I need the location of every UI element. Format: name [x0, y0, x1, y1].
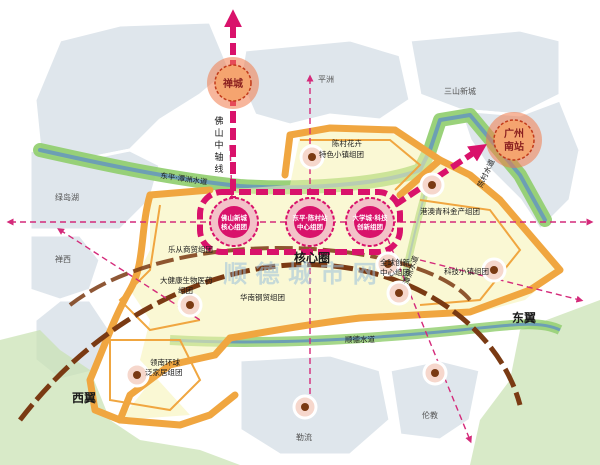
district-pingzhou: 平洲 — [318, 75, 334, 84]
node-lunjiao — [422, 360, 448, 386]
hub-guangzhou-label-1: 广州 — [504, 127, 524, 140]
node-keji — [481, 257, 507, 283]
core-ring — [197, 189, 403, 255]
wing-east: 东翼 — [512, 310, 536, 325]
cluster-quanjian-1: 全球创新 — [380, 257, 410, 267]
node-quanjian — [375, 251, 401, 277]
cluster-dajiankang-1: 大健康生物医药 — [160, 275, 213, 285]
green-area-east — [470, 300, 600, 465]
trunk-arc — [18, 262, 523, 422]
urban-outlines — [86, 124, 564, 429]
node-lingnan — [124, 362, 150, 388]
hub-guangzhou-south[interactable]: 广州 南站 — [486, 112, 542, 168]
core-node-3-line2: 创新组团 — [356, 222, 384, 231]
node-quanjian-south — [386, 280, 412, 306]
central-axis-label: 佛 山 中 轴 线 — [214, 115, 223, 175]
node-dajiankang — [177, 292, 203, 318]
waterway-south: 顺德水道 — [345, 334, 375, 344]
cluster-huanan: 华南钢贸组团 — [240, 292, 285, 302]
svg-text:轴: 轴 — [214, 151, 223, 163]
hub-guangzhou-label-2: 南站 — [504, 140, 524, 153]
svg-text:佛: 佛 — [214, 115, 223, 127]
district-lecong: 勒流 — [296, 432, 312, 442]
hub-chancheng[interactable]: 禅城 — [207, 57, 259, 109]
svg-text:线: 线 — [214, 163, 223, 175]
core-node-2-line1: 东平·陈村站 — [293, 213, 328, 222]
cluster-keji: 科技小镇组团 — [444, 266, 489, 276]
district-sanshan: 三山新城 — [444, 86, 476, 96]
cluster-lingnan-1: 领南环球 — [150, 357, 180, 367]
river-south — [169, 322, 561, 344]
hub-chancheng-label: 禅城 — [222, 77, 243, 90]
cluster-dajiankang-2: 组团 — [178, 285, 193, 295]
cluster-quanjian-2: 中心组团 — [380, 267, 410, 277]
green-area-southwest — [0, 330, 240, 465]
trunk-arc-inner — [68, 246, 472, 307]
district-chanxi: 禅西 — [55, 254, 71, 264]
core-node-foshan-newcity[interactable]: 佛山新城 核心组团 — [209, 197, 259, 247]
core-node-dongping-chencun[interactable]: 东平·陈村站 中心组团 — [285, 197, 335, 247]
wing-west: 西翼 — [72, 391, 96, 405]
cluster-lingnan-2: 泛家居组团 — [145, 367, 183, 377]
district-lvdaohu: 绿岛湖 — [55, 192, 79, 202]
core-ring-label: 核心圈 — [294, 250, 330, 265]
core-node-3-line1: 大学城·科技 — [353, 213, 388, 222]
node-gangao — [419, 172, 445, 198]
svg-text:山: 山 — [214, 128, 223, 139]
cluster-lecong-trade: 乐从商贸组团 — [168, 244, 213, 254]
node-chencun — [299, 144, 325, 170]
core-node-university-city[interactable]: 大学城·科技 创新组团 — [345, 197, 395, 247]
cluster-chencun-2: 特色小镇组团 — [319, 149, 364, 159]
cluster-chencun-1: 陈村花卉 — [332, 138, 362, 148]
node-lecong — [292, 394, 318, 420]
cluster-gangao: 港澳青科金产组团 — [420, 206, 480, 216]
urban-inner-outlines — [109, 139, 522, 412]
cluster-nodes[interactable] — [124, 144, 507, 420]
core-node-1-line2: 核心组团 — [221, 222, 248, 231]
district-lunjiao: 伦教 — [422, 410, 438, 420]
core-node-1-line1: 佛山新城 — [220, 213, 248, 222]
core-node-2-line2: 中心组团 — [297, 222, 324, 231]
svg-text:中: 中 — [214, 139, 223, 151]
watermark: 顺 德 城 市 网 — [223, 260, 376, 288]
